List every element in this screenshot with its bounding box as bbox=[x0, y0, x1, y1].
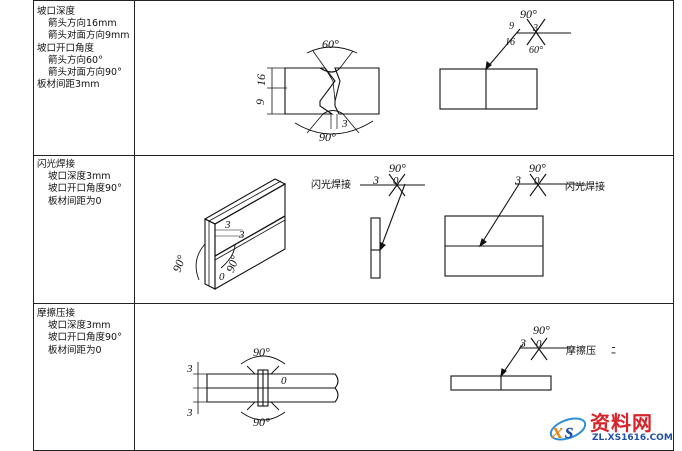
friction-plate-bottom bbox=[207, 387, 339, 403]
dim-3a-label: 3 bbox=[186, 363, 193, 375]
watermark: x s 资料网 ZL.XS1616.COM bbox=[546, 405, 674, 449]
symbol-16-label: 16 bbox=[505, 37, 515, 48]
weld-bead-top bbox=[319, 67, 341, 73]
symbol-leader-line bbox=[485, 28, 521, 70]
friction-symbol-0: 0 bbox=[536, 338, 542, 350]
row1-line-3: 坡口开口角度 bbox=[37, 42, 95, 54]
table-right-border bbox=[673, 0, 674, 451]
edge-plate-outline bbox=[370, 217, 381, 279]
dim-16-label: 16 bbox=[254, 74, 268, 86]
symbol-60-label: 60° bbox=[529, 45, 543, 56]
stray-glyph: ﾆ bbox=[611, 346, 616, 357]
friction-symbol-3: 3 bbox=[519, 336, 526, 350]
left-symbol-leader bbox=[379, 183, 406, 251]
weld-bead-bottom bbox=[322, 109, 344, 115]
row1-line-1: 箭头方向16mm bbox=[48, 18, 117, 30]
row2-line-1: 坡口深度3mm bbox=[48, 171, 111, 183]
svg-text:x: x bbox=[551, 418, 563, 443]
row1-line-2: 箭头对面方向9mm bbox=[48, 30, 130, 42]
table-top-border bbox=[33, 0, 674, 1]
friction-symbol-90: 90° bbox=[533, 323, 550, 337]
symbol-angle-top-label: 90° bbox=[520, 7, 537, 21]
row1-line-0: 坡口深度 bbox=[37, 6, 76, 17]
iso-angle-arc-left bbox=[195, 243, 206, 281]
symbol-9-label: 9 bbox=[509, 21, 514, 32]
table-left-border bbox=[33, 0, 34, 451]
friction-label-text: 摩擦压 bbox=[566, 344, 596, 357]
iso-0-label: 0 bbox=[219, 271, 225, 283]
right-symbol-3: 3 bbox=[514, 173, 521, 187]
column-divider bbox=[134, 0, 135, 451]
watermark-brand: 资料网 bbox=[590, 411, 653, 435]
iso-3a-label: 3 bbox=[224, 219, 231, 231]
row1-description: 坡口深度 箭头方向16mm 箭头对面方向9mm 坡口开口角度 箭头方向60° 箭… bbox=[37, 6, 133, 91]
right-symbol-90: 90° bbox=[529, 161, 546, 175]
joint-right-plate bbox=[334, 67, 380, 115]
angle-bottom-label: 90° bbox=[253, 415, 270, 429]
iso-angle-arc-right bbox=[220, 243, 236, 269]
row2-line-0: 闪光焊接 bbox=[37, 159, 76, 170]
row1-line-5: 箭头对面方向90° bbox=[48, 67, 122, 79]
right-symbol-0: 0 bbox=[534, 175, 540, 187]
row-divider-1 bbox=[33, 155, 674, 156]
dim-9-label: 9 bbox=[253, 99, 267, 105]
row3-line-3: 板材间距为0 bbox=[48, 344, 102, 356]
angle-arc-bottom bbox=[294, 120, 374, 135]
row3-line-0: 摩擦压接 bbox=[37, 308, 76, 319]
left-symbol-0: 0 bbox=[393, 175, 399, 187]
row2-line-2: 坡口开口角度90° bbox=[48, 183, 122, 195]
iso-weld-seam bbox=[214, 215, 286, 257]
angle-arc-top bbox=[306, 46, 358, 54]
row3-description: 摩擦压接 坡口深度3mm 坡口开口角度90° 板材间距为0 bbox=[37, 308, 133, 357]
iso-3b-label: 3 bbox=[238, 229, 245, 241]
left-symbol-90: 90° bbox=[389, 161, 406, 175]
row3-line-1: 坡口深度3mm bbox=[48, 320, 111, 332]
joint-left-plate bbox=[284, 67, 336, 115]
row1-drawing: 60° 16 9 3 90° 90° 9 3 16 60° bbox=[135, 1, 674, 155]
svg-text:s: s bbox=[564, 418, 574, 443]
row2-line-3: 板材间距为0 bbox=[48, 195, 102, 207]
row1-line-4: 箭头方向60° bbox=[48, 54, 103, 66]
row3-line-2: 坡口开口角度90° bbox=[48, 332, 122, 344]
angle-top-label: 90° bbox=[253, 345, 270, 359]
angle-top-label: 60° bbox=[322, 37, 339, 51]
dim-3-label: 3 bbox=[341, 118, 348, 130]
row2-description: 闪光焊接 坡口深度3mm 坡口开口角度90° 板材间距为0 bbox=[37, 159, 133, 208]
row3-drawing: 90° 90° 0 3 3 3 0 90° 摩擦压 ﾆ bbox=[135, 304, 674, 450]
row1-line-6: 板材间距3mm bbox=[37, 79, 100, 91]
iso-90a-label: 90° bbox=[170, 253, 189, 274]
iso-plate-left-face bbox=[204, 218, 216, 290]
watermark-url: ZL.XS1616.COM bbox=[592, 433, 673, 443]
angle-arc-top bbox=[240, 355, 286, 365]
watermark-logo-icon: x s bbox=[549, 417, 587, 443]
iso-plate-front-face bbox=[214, 183, 286, 290]
dim-3b-label: 3 bbox=[186, 407, 193, 419]
symbol-3-label: 3 bbox=[532, 23, 538, 34]
friction-plate-top bbox=[207, 373, 339, 389]
row2-drawing: 3 3 90° 90° 0 闪光焊接 3 0 90° 3 0 90° 闪光焊接 bbox=[135, 156, 674, 303]
angle-arc-bottom bbox=[240, 411, 286, 421]
left-label-text: 闪光焊接 bbox=[311, 178, 351, 191]
iso-90b-label: 90° bbox=[223, 253, 242, 274]
left-symbol-3: 3 bbox=[372, 173, 379, 187]
right-symbol-leader bbox=[479, 183, 520, 247]
angle-bottom-label: 90° bbox=[319, 130, 336, 144]
gap-0-label: 0 bbox=[281, 375, 287, 387]
right-label-text: 闪光焊接 bbox=[565, 180, 605, 193]
symbol-plate-outline bbox=[439, 68, 538, 110]
row-divider-2 bbox=[33, 303, 674, 304]
